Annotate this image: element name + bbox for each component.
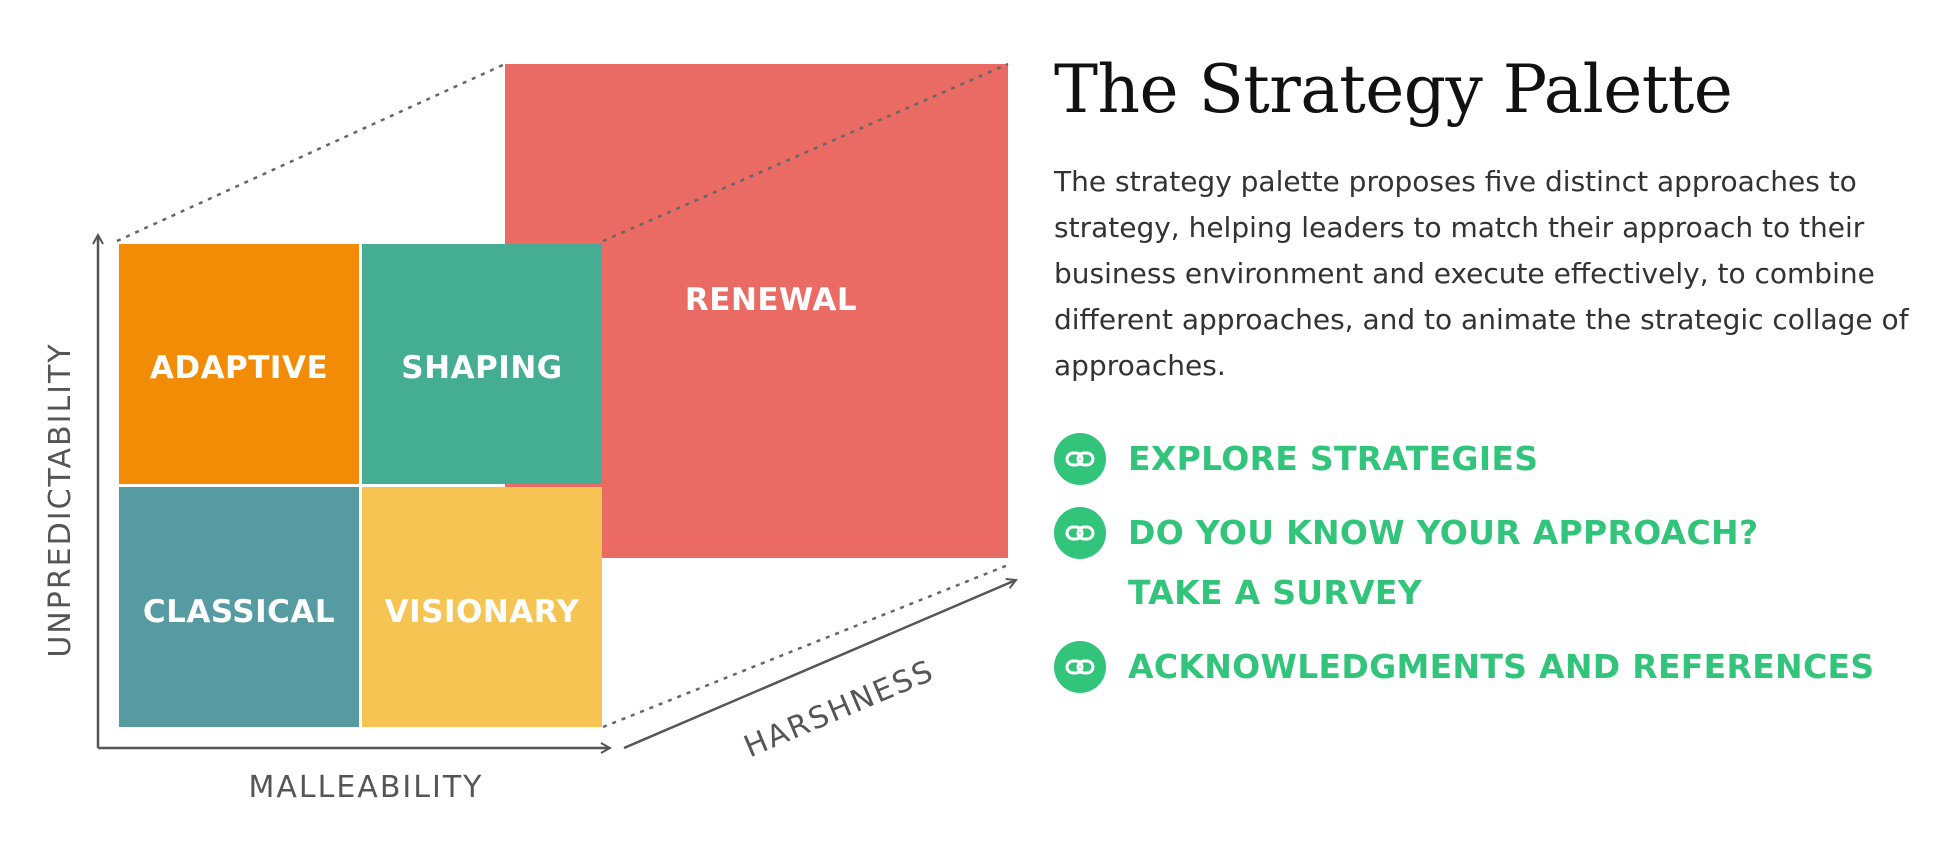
link-icon <box>1054 507 1106 560</box>
strategy-palette-diagram: RENEWAL ADAPTIVE SHAPING CLASSICAL VISIO… <box>43 62 1040 805</box>
link-label: DO YOU KNOW YOUR APPROACH? <box>1128 513 1759 553</box>
quadrant-adaptive[interactable] <box>119 244 359 484</box>
link-acknowledgments[interactable]: ACKNOWLEDGMENTS AND REFERENCES <box>1054 641 1914 694</box>
quadrant-visionary-label: VISIONARY <box>385 594 580 630</box>
quadrant-shaping-label: SHAPING <box>401 350 562 386</box>
info-panel: The Strategy Palette The strategy palett… <box>1054 50 1914 715</box>
quadrant-visionary[interactable] <box>362 487 602 727</box>
link-label: ACKNOWLEDGMENTS AND REFERENCES <box>1128 647 1875 687</box>
page-title: The Strategy Palette <box>1054 51 1733 128</box>
link-label: TAKE A SURVEY <box>1128 573 1422 613</box>
link-icon <box>1054 433 1106 486</box>
axes <box>98 235 1016 748</box>
axis-label-unpredictability: UNPREDICTABILITY <box>43 342 78 657</box>
perspective-lines <box>116 62 1009 729</box>
axis-label-malleability: MALLEABILITY <box>249 770 484 805</box>
description: The strategy palette proposes five disti… <box>1054 165 1909 383</box>
axis-label-harshness: HARSHNESS <box>739 653 940 765</box>
link-label: EXPLORE STRATEGIES <box>1128 439 1539 479</box>
link-list: EXPLORE STRATEGIES DO YOU KNOW YOUR APPR… <box>1054 433 1914 694</box>
depth-axis <box>623 580 1016 750</box>
quadrant-classical-label: CLASSICAL <box>143 594 335 630</box>
link-icon <box>1054 641 1106 694</box>
quadrant-shaping[interactable] <box>362 244 602 484</box>
link-explore-strategies[interactable]: EXPLORE STRATEGIES <box>1054 433 1914 486</box>
quadrant-adaptive-label: ADAPTIVE <box>150 350 328 386</box>
renewal-label: RENEWAL <box>685 282 857 318</box>
link-take-survey[interactable]: DO YOU KNOW YOUR APPROACH? TAKE A SURVEY <box>1054 507 1914 619</box>
quadrant-classical[interactable] <box>119 487 359 727</box>
